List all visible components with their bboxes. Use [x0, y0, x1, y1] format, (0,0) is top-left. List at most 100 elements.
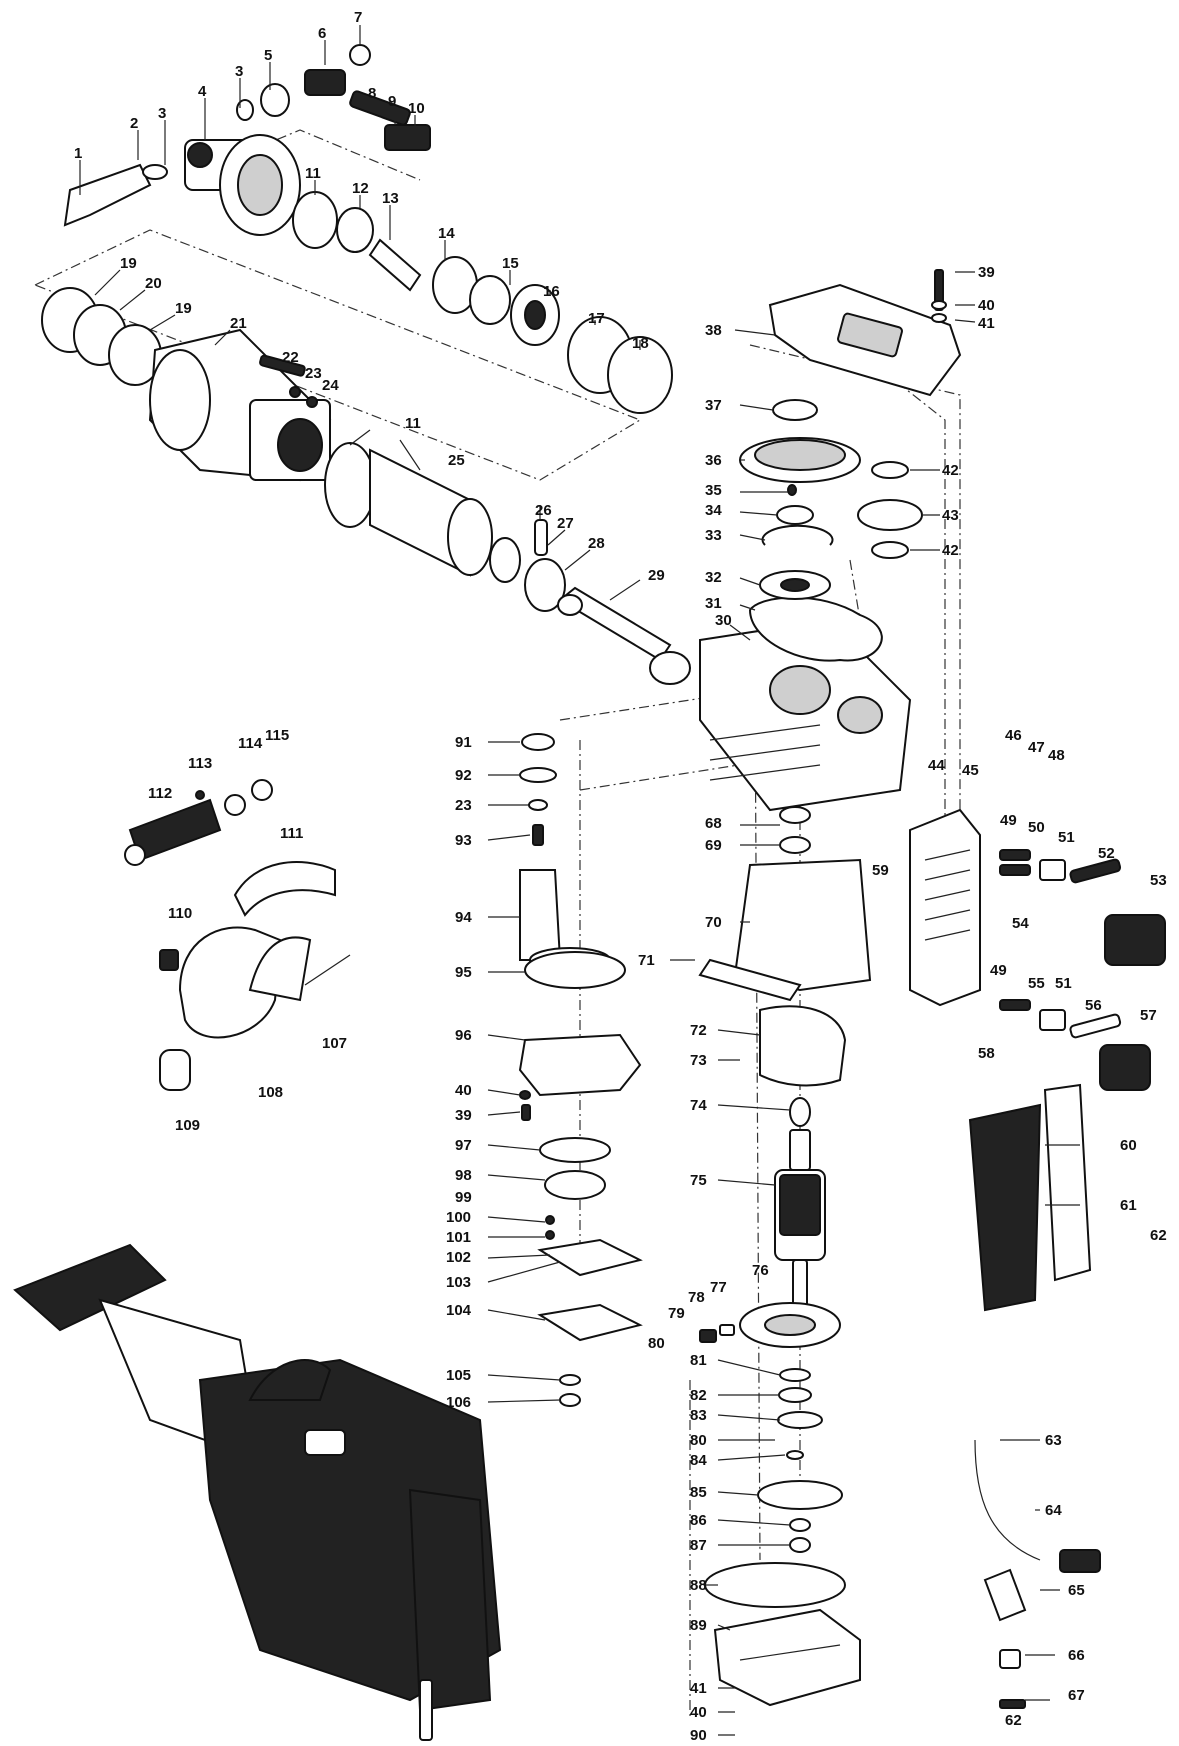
callout-86: 86: [690, 1512, 707, 1529]
callout-106: 106: [446, 1394, 471, 1411]
callout-54: 54: [1012, 915, 1029, 932]
callout-35: 35: [705, 482, 722, 499]
callout-11: 11: [305, 165, 321, 182]
callout-25: 25: [448, 452, 465, 469]
motor-assembly: [698, 806, 872, 1311]
callout-13: 13: [382, 190, 399, 207]
callout-114: 114: [238, 735, 263, 752]
callout-72: 72: [690, 1022, 707, 1039]
callout-2: 2: [130, 115, 138, 132]
gear-train: [739, 399, 923, 662]
callout-98: 98: [455, 1167, 472, 1184]
callout-58: 58: [978, 1045, 995, 1062]
callout-51: 51: [1058, 829, 1075, 846]
callout-50: 50: [1028, 819, 1045, 836]
callout-70: 70: [705, 914, 722, 931]
callout-79: 79: [668, 1305, 685, 1322]
callout-100: 100: [446, 1209, 471, 1226]
callout-3b: 3: [235, 63, 243, 80]
callout-53: 53: [1150, 872, 1167, 889]
callout-63: 63: [1045, 1432, 1062, 1449]
callout-17: 17: [588, 310, 605, 327]
callout-81: 81: [690, 1352, 707, 1369]
callout-15: 15: [502, 255, 519, 272]
callout-49: 49: [1000, 812, 1017, 829]
callout-45: 45: [962, 762, 979, 779]
callout-40: 40: [978, 297, 995, 314]
callout-109: 109: [175, 1117, 200, 1134]
callout-39b: 39: [455, 1107, 472, 1124]
callout-68: 68: [705, 815, 722, 832]
callout-8: 8: [368, 85, 376, 102]
callout-43: 43: [942, 507, 959, 524]
callout-80b: 80: [690, 1432, 707, 1449]
connecting-rod: [557, 586, 691, 685]
callout-3: 3: [158, 105, 166, 122]
callout-20: 20: [145, 275, 162, 292]
callout-9: 9: [388, 93, 396, 110]
callout-36: 36: [705, 452, 722, 469]
callout-42: 42: [942, 462, 959, 479]
callout-55: 55: [1028, 975, 1045, 992]
callout-51b: 51: [1055, 975, 1072, 992]
callout-30: 30: [715, 612, 732, 629]
callout-1: 1: [74, 145, 82, 162]
callout-34: 34: [705, 502, 722, 519]
callout-110: 110: [168, 905, 192, 922]
callout-87: 87: [690, 1537, 707, 1554]
callout-103: 103: [446, 1274, 471, 1291]
callout-40c: 40: [455, 1082, 472, 1099]
brush-holder: [699, 1302, 843, 1553]
callout-19b: 19: [175, 300, 192, 317]
callout-4: 4: [198, 83, 207, 100]
callout-10: 10: [408, 100, 425, 117]
callout-90: 90: [690, 1727, 707, 1744]
rear-handle-frame: [909, 808, 981, 1007]
callout-28: 28: [588, 535, 605, 552]
callout-11b: 11: [405, 415, 421, 432]
callout-62b: 62: [1005, 1712, 1022, 1729]
callout-74: 74: [690, 1097, 707, 1114]
callout-33: 33: [705, 527, 722, 544]
callout-76: 76: [752, 1262, 769, 1279]
callout-14: 14: [438, 225, 455, 242]
callout-26: 26: [535, 502, 552, 519]
callout-44: 44: [928, 757, 945, 774]
callout-59: 59: [872, 862, 889, 879]
callout-83: 83: [690, 1407, 707, 1424]
cord-and-switch: [974, 1439, 1101, 1709]
cylinder-housing: [148, 328, 332, 482]
callout-112: 112: [148, 785, 172, 802]
bottom-cover: [704, 1562, 861, 1707]
callout-27: 27: [557, 515, 574, 532]
callout-60: 60: [1120, 1137, 1137, 1154]
damper-parts: [999, 849, 1166, 1091]
callout-22: 22: [282, 349, 299, 366]
callout-57: 57: [1140, 1007, 1157, 1024]
callout-19: 19: [120, 255, 137, 272]
callout-48: 48: [1048, 747, 1065, 764]
callout-40b: 40: [690, 1704, 707, 1721]
callout-41: 41: [978, 315, 995, 332]
front-tool-holder: [63, 44, 673, 414]
callout-104: 104: [446, 1302, 472, 1319]
callout-32: 32: [705, 569, 722, 586]
crank-case: [699, 618, 912, 812]
callout-23b: 23: [455, 797, 472, 814]
callout-39: 39: [978, 264, 995, 281]
callout-56: 56: [1085, 997, 1102, 1014]
callout-88: 88: [690, 1577, 707, 1594]
part-number-callouts: 1 2 3 3 4 5 6 7 8 9 10 11 12 13 14 15 16…: [74, 9, 1167, 1744]
callout-5: 5: [264, 47, 272, 64]
assembled-hammer-illustration: [13, 1243, 502, 1741]
callout-71: 71: [638, 952, 655, 969]
side-handle-assembly: [124, 779, 351, 1091]
callout-96: 96: [455, 1027, 472, 1044]
callout-41b: 41: [690, 1680, 707, 1697]
callout-21: 21: [230, 315, 247, 332]
crank-shaft-assembly: [518, 733, 643, 1407]
callout-61: 61: [1120, 1197, 1137, 1214]
callout-101: 101: [446, 1229, 471, 1246]
callout-38: 38: [705, 322, 722, 339]
